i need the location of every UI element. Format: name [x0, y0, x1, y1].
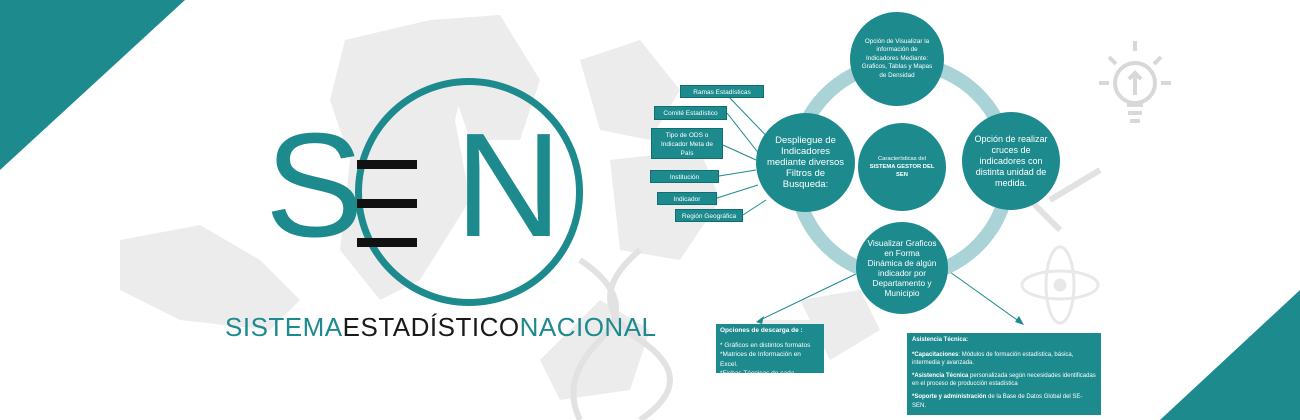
logo-bar-middle	[357, 199, 417, 208]
filter-tag-region: Región Geográfica	[675, 209, 743, 222]
tagline-part-1: SISTEMA	[225, 312, 343, 342]
circle-center-core: Características del SISTEMA GESTOR DEL S…	[858, 123, 946, 211]
corner-decoration-bottom-right	[1160, 290, 1300, 420]
logo-letter-n: N	[455, 103, 562, 268]
circle-visualize: Opción de Visualizar la información de I…	[850, 12, 944, 106]
assistance-item-training: *Capacitaciones: Módulos de formación es…	[912, 351, 1096, 368]
assistance-item-text: personalizada según necesidades identifi…	[912, 372, 1096, 388]
lightbulb-icon	[1095, 35, 1175, 145]
center-title: SISTEMA GESTOR DEL SEN	[869, 164, 935, 178]
assistance-item-text: : Módulos de formación estadística, bási…	[912, 351, 1074, 367]
logo-bar-bottom	[357, 238, 417, 247]
filter-tag-ramas: Ramas Estadísticas	[680, 85, 764, 98]
technical-assistance-box: Asistencia Técnica: *Capacitaciones: Mód…	[907, 333, 1101, 415]
circle-cross-indicators: Opción de realizar cruces de indicadores…	[962, 112, 1060, 210]
tagline-part-2: ESTADÍSTICO	[342, 312, 520, 342]
assistance-item-bold: *Soporte y administración	[912, 393, 987, 400]
logo-tagline: SISTEMAESTADÍSTICONACIONAL	[225, 312, 657, 343]
filter-tag-institucion: Institución	[650, 170, 719, 183]
download-title: Opciones de descarga de :	[720, 327, 803, 334]
download-item: *Matrices de Información en Excel.	[720, 351, 801, 368]
circle-dynamic-graphics: Visualizar Graficos en Forma Dinámica de…	[856, 222, 948, 314]
center-caption: Características del	[877, 156, 926, 162]
filter-tag-comite: Comité Estadístico	[654, 106, 727, 120]
corner-decoration-top-left	[0, 0, 185, 170]
assistance-item-support: *Soporte y administración de la Base de …	[912, 393, 1096, 410]
logo-ring	[355, 78, 583, 306]
circle-filters: Despliegue de Indicadores mediante diver…	[756, 113, 855, 212]
tagline-part-3: NACIONAL	[519, 312, 657, 342]
download-options-box: Opciones de descarga de : * Gráficos en …	[716, 324, 824, 387]
logo-bar-top	[357, 160, 417, 169]
assistance-title: Asistencia Técnica:	[912, 337, 969, 343]
assistance-item-bold: *Asistencia Técnica	[912, 372, 969, 379]
download-item: * Gráficos en distintos formatos	[720, 341, 811, 349]
logo-letter-s: S	[265, 103, 364, 268]
download-item: *Fichas Técnicas de cada Indicador.	[720, 370, 795, 387]
assistance-item-text: de la Base de Datos Global del SE-SEN.	[912, 393, 1083, 409]
filter-tag-indicador: Indicador	[657, 192, 717, 205]
assistance-item-custom: *Asistencia Técnica personalizada según …	[912, 372, 1096, 389]
assistance-item-bold: *Capacitaciones	[912, 351, 959, 358]
filter-tag-ods: Tipo de ODS o Indicador Meta de País	[651, 128, 723, 159]
